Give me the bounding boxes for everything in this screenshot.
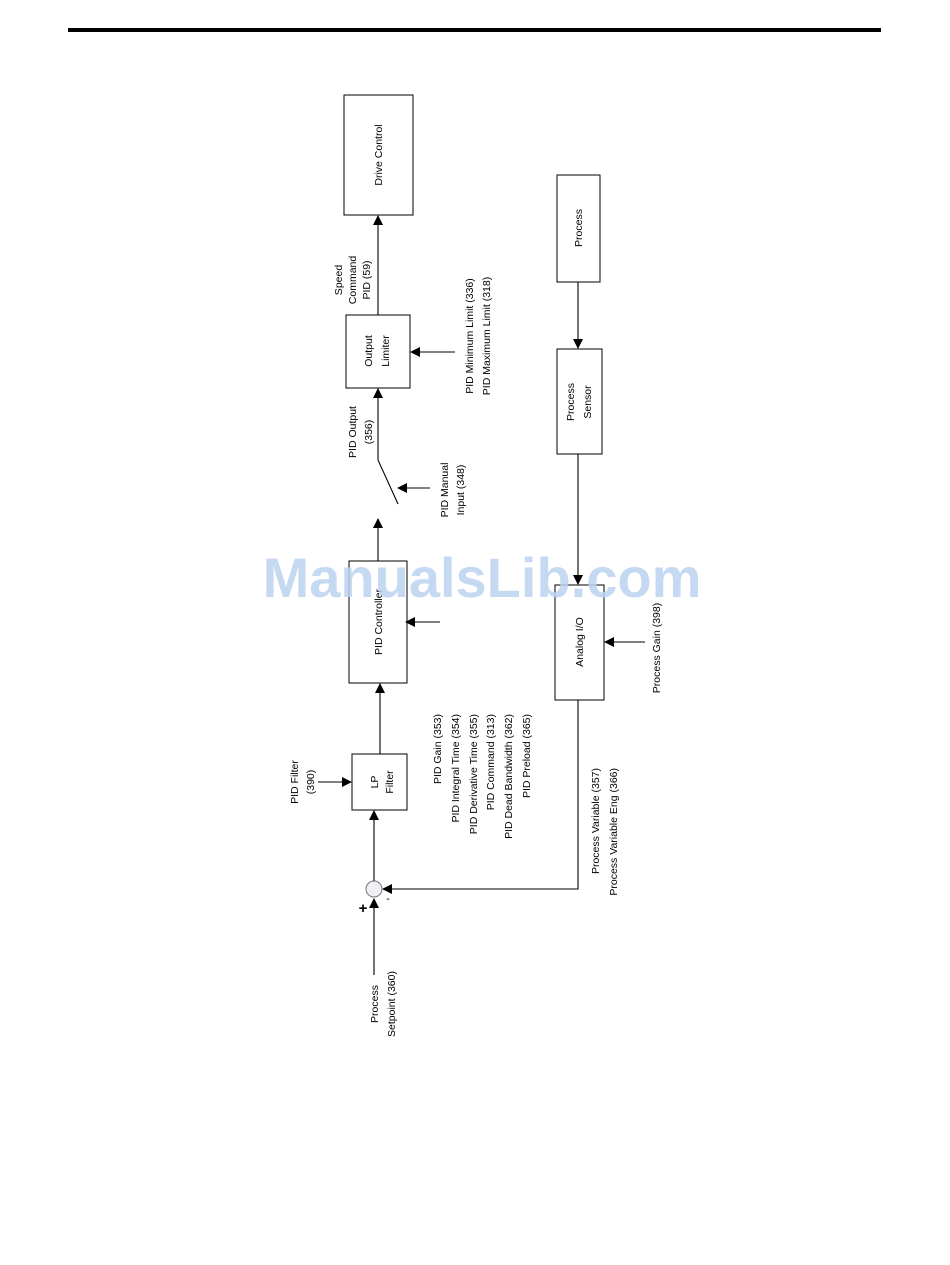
pid-gain-label: PID Gain (353)	[432, 714, 444, 784]
watermark: ManualsLib.com	[263, 546, 702, 609]
lp-filter-label-1: LP	[369, 776, 381, 789]
drive-control-label: Drive Control	[373, 124, 385, 185]
drive-control-block: Drive Control	[343, 94, 414, 216]
lp-filter-block: LP Filter	[351, 753, 408, 811]
pid-filter-label-1: PID Filter	[289, 760, 301, 804]
pid-dead-bandwidth-label: PID Dead Bandwidth (362)	[503, 714, 515, 839]
process-setpoint-label-1: Process	[369, 985, 381, 1023]
speed-command-label-2: Command	[347, 256, 359, 305]
feedback-line	[382, 700, 579, 894]
plus-sign: +	[359, 900, 368, 917]
process-gain-label: Process Gain (398)	[651, 603, 663, 693]
analog-io-label: Analog I/O	[574, 617, 586, 667]
analog-io-block: Analog I/O	[554, 584, 605, 701]
pid-output-label-2: (356)	[363, 420, 375, 445]
signal-lines	[318, 215, 645, 975]
process-sensor-label-1: Process	[565, 383, 577, 421]
pid-manual-input-label-2: Input (348)	[455, 465, 467, 516]
process-sensor-label-2: Sensor	[582, 385, 594, 419]
process-sensor-block: Process Sensor	[556, 348, 603, 455]
output-limiter-label-2: Limiter	[380, 335, 392, 367]
output-limiter-block: Output Limiter	[345, 314, 411, 389]
signal-labels: Speed Command PID (59) PID Minimum Limit…	[289, 256, 663, 1037]
output-limiter-label-1: Output	[363, 335, 375, 367]
pid-manual-input-label-1: PID Manual	[439, 463, 451, 518]
pid-command-label: PID Command (313)	[485, 714, 497, 810]
process-block: Process	[556, 174, 601, 283]
process-variable-eng-label: Process Variable Eng (366)	[608, 768, 620, 896]
header-rule	[68, 28, 881, 32]
pid-integral-time-label: PID Integral Time (354)	[450, 714, 462, 823]
pid-filter-label-2: (390)	[305, 770, 317, 795]
minus-sign: -	[386, 893, 390, 905]
manual-switch	[377, 459, 399, 505]
speed-command-label-1: Speed	[333, 265, 345, 296]
process-setpoint-label-2: Setpoint (360)	[386, 971, 398, 1037]
process-variable-label: Process Variable (357)	[590, 768, 602, 874]
pid-preload-label: PID Preload (365)	[521, 714, 533, 798]
pid-derivative-time-label: PID Derivative Time (355)	[468, 714, 480, 834]
lp-filter-label-2: Filter	[384, 770, 396, 794]
pid-output-label-1: PID Output	[347, 406, 359, 458]
pid-max-limit-label: PID Maximum Limit (318)	[481, 277, 493, 395]
pid-min-limit-label: PID Minimum Limit (336)	[464, 278, 476, 394]
speed-command-label-3: PID (59)	[361, 260, 373, 299]
pid-controller-label: PID Controller	[373, 589, 385, 655]
process-label: Process	[573, 209, 585, 247]
